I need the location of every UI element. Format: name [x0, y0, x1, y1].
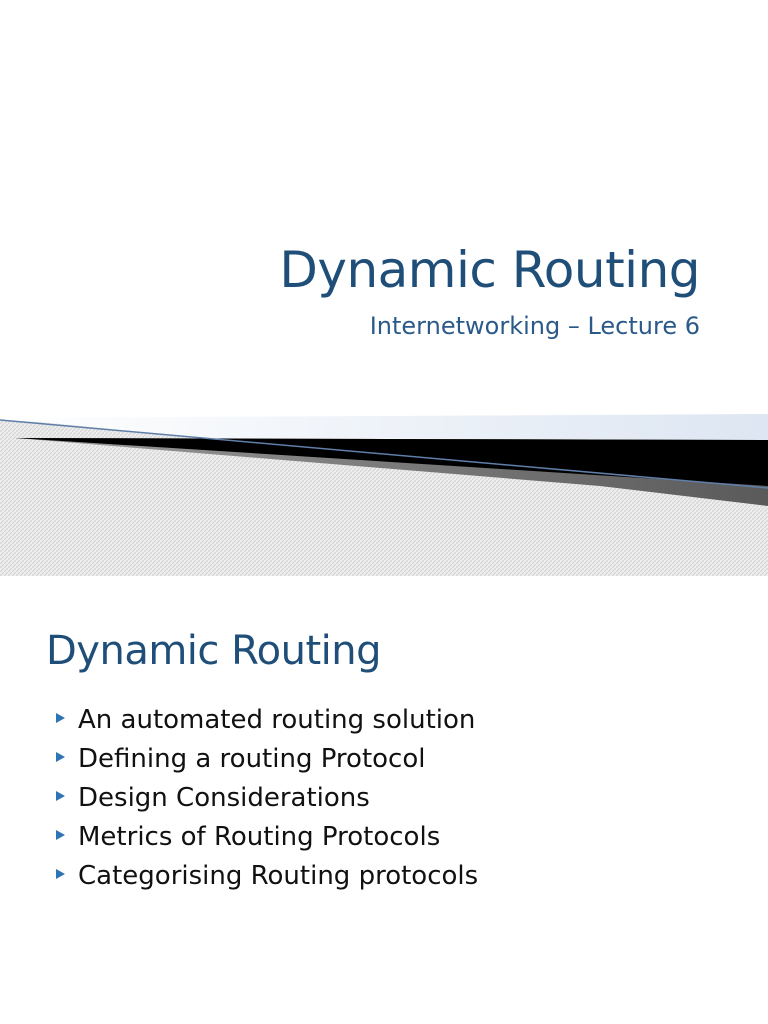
bullet-list: An automated routing solution Defining a… [56, 704, 478, 899]
slide-subtitle: Internetworking – Lecture 6 [369, 312, 700, 340]
bullet-text: Design Considerations [78, 783, 370, 813]
bullet-text: An automated routing solution [78, 705, 476, 735]
list-item: Metrics of Routing Protocols [56, 821, 478, 860]
list-item: Design Considerations [56, 782, 478, 821]
content-slide: Dynamic Routing An automated routing sol… [0, 576, 768, 1024]
list-item: Defining a routing Protocol [56, 743, 478, 782]
decorative-band [0, 414, 768, 576]
triangle-right-icon [56, 713, 65, 723]
triangle-right-icon [56, 869, 65, 879]
triangle-right-icon [56, 830, 65, 840]
content-title: Dynamic Routing [46, 628, 381, 674]
bullet-text: Defining a routing Protocol [78, 744, 426, 774]
slide-title: Dynamic Routing [279, 241, 700, 299]
bullet-text: Categorising Routing protocols [78, 861, 479, 891]
title-slide: Dynamic Routing Internetworking – Lectur… [0, 241, 768, 576]
list-item: An automated routing solution [56, 704, 478, 743]
bullet-text: Metrics of Routing Protocols [78, 822, 441, 852]
triangle-right-icon [56, 752, 65, 762]
triangle-right-icon [56, 791, 65, 801]
list-item: Categorising Routing protocols [56, 860, 478, 899]
